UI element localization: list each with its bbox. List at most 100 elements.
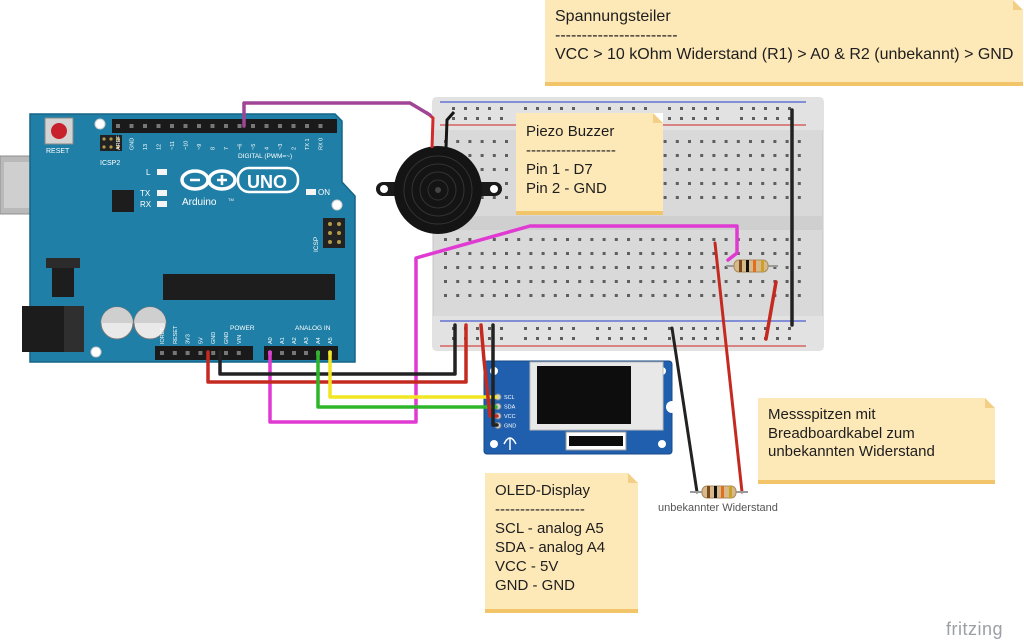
digital-label: DIGITAL (PWM=~) [238,153,292,160]
probe-black [670,326,699,494]
note-oled-display: OLED-Display ------------------ SCL - an… [485,473,638,613]
led-tx-label: TX [140,189,151,198]
oled-pin-label: SCL [504,395,515,401]
pin-label: GND [211,332,217,344]
fritzing-logo: fritzing [946,619,1004,639]
note-piezo-title: Piezo Buzzer [526,123,615,140]
wires [206,101,794,494]
pin-label: 4 [265,147,271,150]
note-messspitzen: Messspitzen mit Breadboardkabel zum unbe… [758,398,995,484]
power-pin-labels: IOREF RESET 3V3 5V GND GND VIN [160,325,243,344]
pin-label: RX 0 [319,138,325,150]
oled-screen [537,366,631,424]
arduino-brand: Arduino [182,197,217,208]
pin-label: A3 [304,337,310,344]
wire-a4-sda [316,350,498,409]
note-oled-title: OLED-Display [495,482,591,499]
pin-label: IOREF [160,327,166,344]
note-spannungsteiler: Spannungsteiler ----------------------- … [545,0,1023,86]
pin-label: A5 [328,337,334,344]
oled-pin-labels: SCL SDA VCC GND [504,395,516,430]
resistor-r1 [726,259,778,273]
wire-gnd-breadboard [218,323,457,376]
pin-label: ~11 [170,141,176,150]
digital-pins [116,124,323,128]
pin-label: 12 [157,144,163,150]
note-oled-divider: ------------------ [495,501,585,518]
note-piezo-pin2: Pin 2 - GND [526,180,607,197]
note-oled-gnd: GND - GND [495,577,575,594]
pin-label: ~5 [251,144,257,150]
reset-label: RESET [46,148,70,155]
voltage-regulator [52,265,74,297]
resistor-caption: unbekannter Widerstand [658,502,778,514]
icsp2-label: ICSP2 [100,160,120,167]
pin-label: A4 [316,337,322,344]
oled-display: SCL SDA VCC GND [483,360,678,455]
note-mess-line1: Messspitzen mit [768,406,876,423]
pin-label: A0 [268,337,274,344]
pin-label: 5V [198,337,204,344]
note-piezo-pin1: Pin 1 - D7 [526,161,593,178]
oled-pin-label: SDA [504,405,516,411]
pin-label: GND [130,138,136,150]
wire-a5-scl [328,350,498,399]
uno-logo-text: UNO [247,172,287,192]
note-oled-sda: SDA - analog A4 [495,539,606,556]
pin-label: A2 [292,337,298,344]
note-spannungsteiler-divider: ----------------------- [555,27,678,44]
pin-label: ~10 [184,141,190,150]
icsp-label: ICSP [313,237,320,252]
pin-label: 2 [292,147,298,150]
led-tx [157,190,167,196]
oled-pin-label: VCC [504,414,516,420]
analog-header [264,346,338,360]
icsp-header [323,218,345,248]
pin-label: VIN [237,335,243,344]
arduino-trademark: TM [228,197,234,202]
pin-label: AREF [116,135,122,150]
wire-a0-magenta [268,224,739,424]
pin-label: 8 [211,147,217,150]
note-spannungsteiler-text: VCC > 10 kOhm Widerstand (R1) > A0 & R2 … [555,46,1014,63]
wire-5v-breadboard [206,323,468,384]
led-l-label: L [146,168,151,177]
note-oled-vcc: VCC - 5V [495,558,559,575]
probe-red [713,241,744,494]
pin-label: 3V3 [186,334,192,344]
note-mess-line2: Breadboardkabel zum [768,424,915,442]
usb-chip [112,190,134,212]
power-label: POWER [230,325,255,332]
wire-d7-piezo [242,101,432,128]
oled-pin-label: GND [504,424,516,430]
note-piezo-buzzer: Piezo Buzzer ------------------ Pin 1 - … [516,113,663,215]
resistor-unknown [690,485,748,499]
pin-label: TX 1 [305,138,311,150]
pin-label: RESET [173,325,179,344]
note-spannungsteiler-title: Spannungsteiler [555,8,671,25]
led-rx [157,201,167,207]
on-label: ON [318,188,330,197]
icsp2-header [100,135,122,151]
atmega-chip [163,274,335,300]
wire-gnd-oled [491,323,499,427]
pin-label: ~6 [238,144,244,150]
pin-label: ~9 [197,144,203,150]
on-led [306,189,316,195]
piezo-buzzer [376,110,502,234]
pin-label: ~3 [278,144,284,150]
analog-label: ANALOG IN [295,325,331,332]
power-pins [160,351,241,355]
note-oled-scl: SCL - analog A5 [495,520,604,537]
led-l [157,169,167,175]
pin-label: GND [224,332,230,344]
note-mess-line3: unbekannten Widerstand [768,443,935,460]
arduino-logo: UNO Arduino TM [180,166,300,208]
led-rx-label: RX [140,200,152,209]
pin-label: 7 [224,147,230,150]
power-header [155,346,253,360]
